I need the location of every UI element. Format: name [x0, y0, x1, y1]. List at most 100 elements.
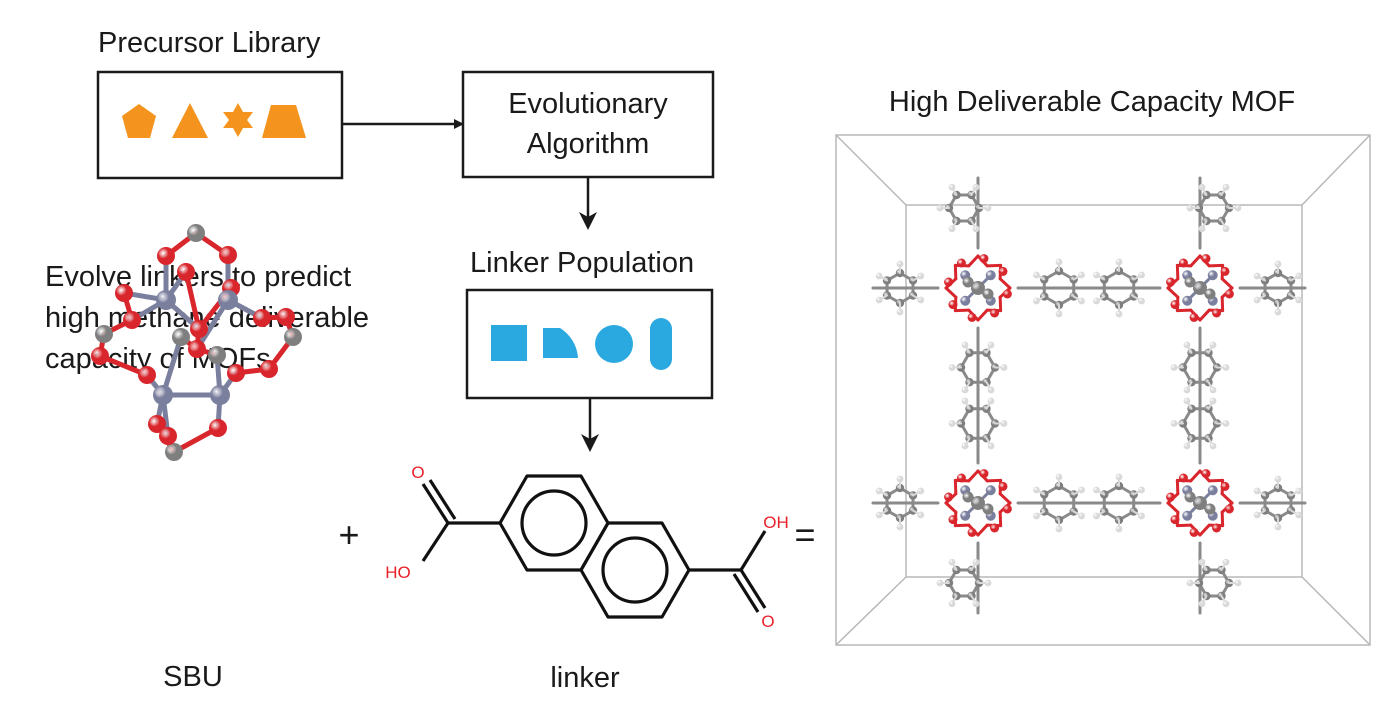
sbu-atom: [156, 290, 176, 310]
mof-atom: [985, 485, 996, 496]
mof-atom: [1220, 266, 1230, 276]
mof-atom: [1198, 183, 1206, 191]
mof-bond: [1198, 523, 1211, 537]
mof-atom: [1253, 296, 1261, 304]
mof-atom: [972, 558, 980, 566]
mof-atom: [948, 515, 958, 525]
mof-atom: [1183, 442, 1191, 450]
mof-bond: [1189, 254, 1202, 268]
mof-atom: [962, 276, 974, 288]
plus-sign: +: [338, 514, 359, 555]
mof-atom: [1093, 271, 1100, 279]
mof-atom: [1138, 297, 1145, 305]
sbu-atom: [253, 309, 271, 327]
mof-atom: [1274, 308, 1282, 316]
mof-atom: [961, 397, 969, 405]
sbu-label: SBU: [163, 661, 223, 693]
mof-atom: [1222, 364, 1230, 371]
mof-atom: [990, 523, 1000, 533]
mof-atom: [1201, 469, 1211, 479]
mof-atom: [1198, 600, 1206, 608]
mof-atom: [1166, 492, 1176, 502]
mof-atom: [1189, 312, 1199, 322]
pill-shape: [650, 318, 672, 370]
mof-atom: [967, 527, 977, 537]
mof-atom: [972, 225, 980, 233]
mof-atom: [990, 308, 1000, 318]
mof-atom: [1182, 510, 1193, 521]
mof-atom: [987, 442, 995, 450]
triangle-shape: [172, 103, 208, 138]
algorithm-line2: Algorithm: [527, 128, 650, 160]
mof-atom: [962, 491, 974, 503]
sbu-atom: [91, 347, 109, 365]
mof-atom: [1055, 310, 1063, 318]
sbu-atom: [177, 263, 195, 281]
mof-atom: [1183, 341, 1191, 349]
mof-atom: [982, 503, 994, 515]
mof-atom: [1170, 515, 1180, 525]
mof-atom: [961, 442, 969, 450]
sbu-atom: [209, 419, 227, 437]
mof-atom: [948, 600, 956, 608]
mof-atom: [917, 511, 925, 519]
mof-atom: [956, 258, 966, 268]
mof-atom: [1093, 486, 1100, 494]
mof-atom: [987, 386, 995, 394]
mof-framework: [871, 176, 1307, 615]
mof-bond: [967, 254, 980, 268]
mof-bond: [976, 308, 989, 322]
mof-atom: [1078, 297, 1085, 305]
mof-atom: [917, 272, 925, 280]
sbu-structure: [91, 224, 302, 461]
sbu-atom: [284, 328, 302, 346]
mof-bond: [1220, 277, 1234, 290]
mof-atom: [982, 288, 994, 300]
mof-atom: [1253, 511, 1261, 519]
mof-atom: [1222, 420, 1230, 427]
mof-bond: [1166, 286, 1180, 299]
mof-atom: [972, 600, 980, 608]
mof-atom: [944, 277, 954, 287]
mof-atom: [998, 266, 1008, 276]
mof-atom: [875, 296, 883, 304]
mof-atom: [948, 364, 956, 371]
mof-atom: [1183, 397, 1191, 405]
atom-label-o-bottom: O: [761, 612, 774, 631]
linker-population-shapes: [491, 318, 672, 370]
mof-atom: [961, 386, 969, 394]
sbu-atom: [227, 364, 245, 382]
sbu-bond: [160, 334, 184, 398]
mof-atom: [948, 420, 956, 427]
sbu-atom: [157, 247, 175, 265]
mof-atom: [1274, 523, 1282, 531]
mof-bond: [1220, 492, 1234, 505]
mof-title: High Deliverable Capacity MOF: [889, 86, 1295, 118]
sbu-atom: [153, 385, 173, 405]
mof-atom: [1212, 308, 1222, 318]
mof-atom: [998, 481, 1008, 491]
sbu-atom: [208, 346, 226, 364]
mof-atom: [1234, 204, 1242, 212]
mof-atom: [979, 469, 989, 479]
mof-atom: [1033, 486, 1040, 494]
mof-atom: [1193, 281, 1207, 295]
linker-label: linker: [550, 662, 620, 694]
mof-atom: [896, 260, 904, 268]
mof-atom: [987, 397, 995, 405]
mof-atom: [1138, 486, 1145, 494]
mof-atom: [1209, 397, 1217, 405]
mof-bond: [1189, 469, 1202, 483]
mof-atom: [1204, 288, 1216, 300]
mof-atom: [1178, 258, 1188, 268]
mof-atom: [1138, 512, 1145, 520]
mof-atom: [1002, 504, 1012, 514]
mof-atom: [956, 473, 966, 483]
right-ring-aromatic: [601, 536, 669, 604]
mof-atom: [1207, 270, 1218, 281]
mof-atom: [1055, 525, 1063, 533]
mof-atom: [1224, 289, 1234, 299]
sbu-atom: [190, 320, 208, 338]
mof-atom: [875, 511, 883, 519]
description-line1: Evolve linkers to predict: [45, 261, 351, 293]
